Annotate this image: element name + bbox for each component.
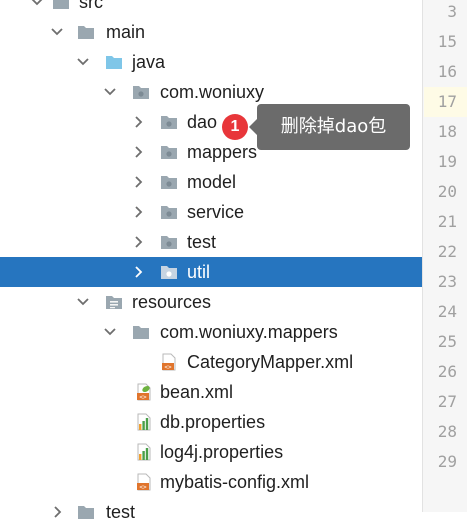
- tooltip-pointer: [249, 119, 257, 135]
- chevron-right-icon[interactable]: [131, 114, 145, 130]
- line-number: 24: [437, 302, 457, 321]
- line-number: 21: [437, 212, 457, 231]
- tree-item-label: mappers: [187, 142, 258, 162]
- line-number: 20: [437, 182, 457, 201]
- tree-item-label: db.properties: [160, 412, 266, 432]
- line-number: 18: [437, 122, 457, 141]
- line-number: 16: [437, 62, 457, 81]
- line-number: 19: [437, 152, 457, 171]
- chevron-down-icon[interactable]: [76, 54, 90, 70]
- tree-item-label: log4j.properties: [160, 442, 284, 462]
- svg-text:<>: <>: [139, 484, 147, 491]
- chevron-right-icon[interactable]: [131, 234, 145, 250]
- line-number: 23: [437, 272, 457, 291]
- source-folder-icon: [105, 53, 123, 71]
- tree-item-label: java: [132, 52, 166, 72]
- tree-item-label: mybatis-config.xml: [160, 472, 310, 492]
- properties-file-icon: [135, 443, 153, 461]
- chevron-down-icon[interactable]: [50, 24, 64, 40]
- chevron-right-icon[interactable]: [131, 144, 145, 160]
- tree-item-label: resources: [132, 292, 212, 312]
- tree-row[interactable]: main: [0, 17, 422, 47]
- svg-text:<>: <>: [164, 364, 172, 371]
- package-icon: [160, 173, 178, 191]
- tree-row[interactable]: dao: [0, 107, 422, 137]
- tree-item-label: main: [106, 22, 146, 42]
- package-icon: [160, 203, 178, 221]
- tree-row[interactable]: resources: [0, 287, 422, 317]
- package-icon: [160, 233, 178, 251]
- folder-icon: [52, 0, 70, 11]
- line-number: 25: [437, 332, 457, 351]
- tree-row[interactable]: service: [0, 197, 422, 227]
- tree-item-label: com.woniuxy.mappers: [160, 322, 338, 342]
- tree-row[interactable]: log4j.properties: [0, 437, 422, 467]
- package-icon: [160, 113, 178, 131]
- line-number-gutter: 3 15 16 17 18 19 20 21 22 23 24 25 26 27 28 29: [422, 0, 467, 512]
- line-number: 15: [437, 32, 457, 51]
- package-icon: [160, 263, 178, 281]
- tree-row[interactable]: mappers: [0, 137, 422, 167]
- chevron-right-icon[interactable]: [50, 504, 64, 520]
- tree-row[interactable]: test: [0, 227, 422, 257]
- tree-item-label: dao: [187, 112, 218, 132]
- package-icon: [132, 83, 150, 101]
- folder-icon: [77, 23, 95, 41]
- tree-row[interactable]: java: [0, 47, 422, 77]
- chevron-down-icon[interactable]: [30, 0, 44, 10]
- properties-file-icon: [135, 413, 153, 431]
- tree-item-label: src: [79, 0, 103, 12]
- tree-row[interactable]: src: [0, 0, 422, 17]
- line-number: 28: [437, 422, 457, 441]
- folder-icon: [132, 323, 150, 341]
- tree-row[interactable]: <> bean.xml: [0, 377, 422, 407]
- line-number: 22: [437, 242, 457, 261]
- tree-item-label: util: [187, 262, 211, 282]
- chevron-right-icon[interactable]: [131, 264, 145, 280]
- tree-item-label: service: [187, 202, 245, 222]
- line-number: 29: [437, 452, 457, 471]
- xml-file-icon: <>: [135, 473, 153, 491]
- folder-icon: [77, 503, 95, 521]
- tree-row[interactable]: db.properties: [0, 407, 422, 437]
- line-number: 17: [424, 87, 467, 117]
- resources-folder-icon: [105, 293, 123, 311]
- xml-file-icon: <>: [160, 353, 178, 371]
- tree-item-label: bean.xml: [160, 382, 234, 402]
- tree-item-label: model: [187, 172, 237, 192]
- tree-row-selected[interactable]: util: [0, 257, 422, 287]
- tree-row[interactable]: <> mybatis-config.xml: [0, 467, 422, 497]
- chevron-right-icon[interactable]: [131, 174, 145, 190]
- tree-item-label: test: [187, 232, 217, 252]
- line-number: 27: [437, 392, 457, 411]
- annotation-tooltip: 删除掉dao包: [257, 104, 410, 150]
- spring-xml-file-icon: <>: [135, 383, 153, 401]
- tree-row[interactable]: model: [0, 167, 422, 197]
- chevron-down-icon[interactable]: [76, 294, 90, 310]
- package-icon: [160, 143, 178, 161]
- tree-item-label: test: [106, 502, 136, 522]
- chevron-right-icon[interactable]: [131, 204, 145, 220]
- tree-row[interactable]: com.woniuxy: [0, 77, 422, 107]
- line-number: 26: [437, 362, 457, 381]
- tree-row[interactable]: <> CategoryMapper.xml: [0, 347, 422, 377]
- tree-item-label: CategoryMapper.xml: [187, 352, 354, 372]
- chevron-down-icon[interactable]: [103, 324, 117, 340]
- tree-item-label: com.woniuxy: [160, 82, 265, 102]
- tree-row[interactable]: test: [0, 497, 422, 527]
- svg-text:<>: <>: [139, 394, 147, 401]
- tree-row[interactable]: com.woniuxy.mappers: [0, 317, 422, 347]
- chevron-down-icon[interactable]: [103, 84, 117, 100]
- step-badge: 1: [222, 114, 248, 140]
- line-number: 3: [447, 2, 457, 21]
